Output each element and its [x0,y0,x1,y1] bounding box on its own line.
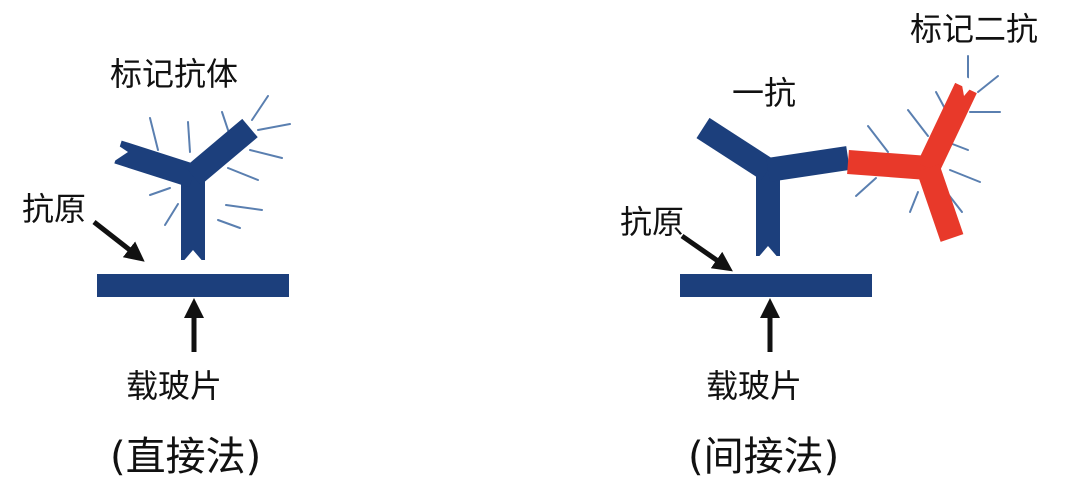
indirect-antigen-arrow [680,233,733,272]
direct-fluorescence-glow [149,95,291,229]
indirect-method-label: (间接法) [688,434,839,480]
direct-slide [97,274,289,297]
primary-antibody-binding-tips [756,246,780,260]
direct-method-panel: 标记抗体 抗原 载玻片 (直接法) [22,55,291,480]
direct-labeled-antibody-label: 标记抗体 [110,55,238,93]
indirect-slide [680,274,872,297]
secondary-antibody-binding-tips [960,74,976,96]
direct-labeled-antibody [114,118,258,260]
labeled-secondary-antibody [847,82,977,242]
indirect-slide-label: 载玻片 [706,367,802,405]
direct-antibody-binding-tips [110,140,205,264]
primary-antibody [696,117,850,256]
direct-antigen-arrow [92,220,145,262]
direct-antigen-label: 抗原 [22,190,86,228]
direct-slide-label: 载玻片 [126,367,222,405]
labeled-secondary-label: 标记二抗 [910,10,1038,48]
indirect-method-panel: 一抗 标记二抗 抗原 载玻片 (间接法) [620,10,1038,480]
indirect-antigen-label: 抗原 [620,203,684,241]
direct-method-label: (直接法) [110,434,261,480]
primary-antibody-label: 一抗 [732,74,796,112]
